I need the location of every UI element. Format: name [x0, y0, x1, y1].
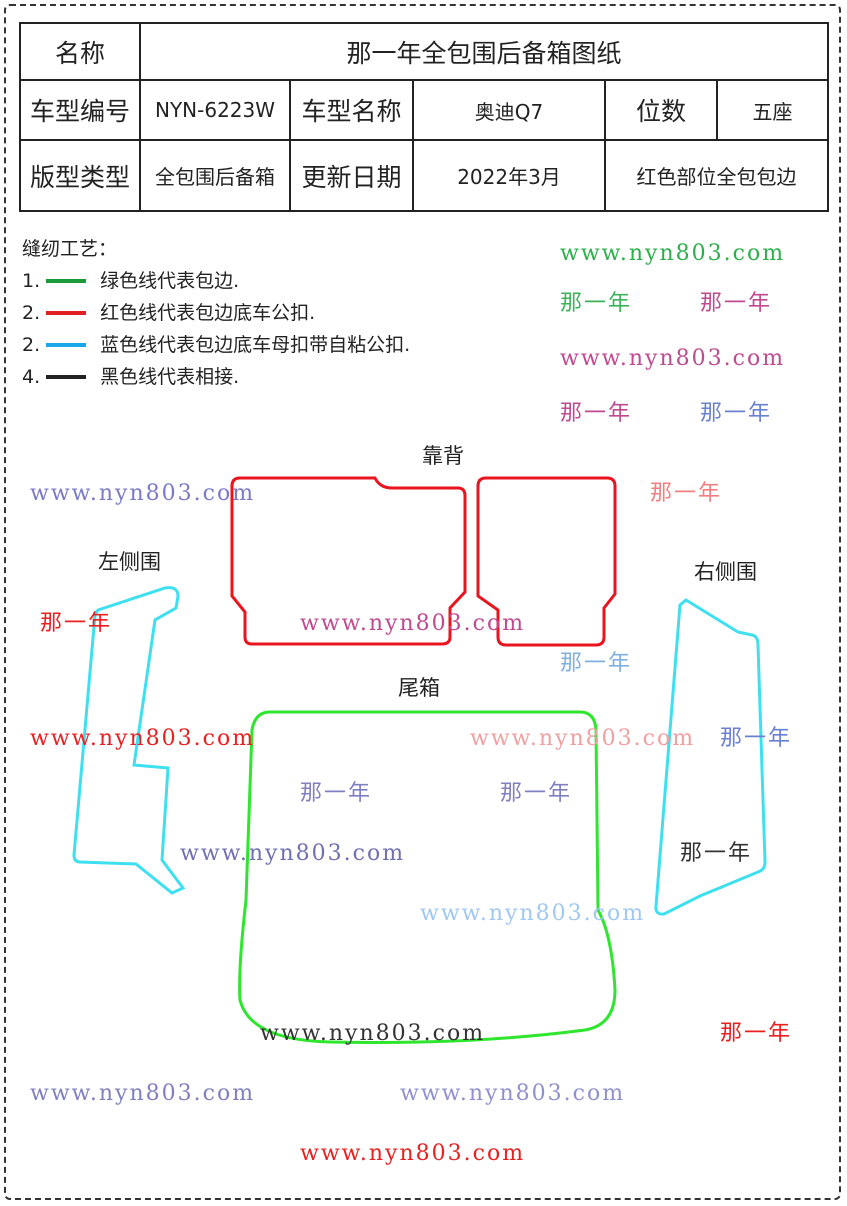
- watermark-site: www.nyn803.com: [400, 1081, 626, 1106]
- label-backrest: 靠背: [422, 444, 464, 468]
- watermark-site: www.nyn803.com: [470, 726, 696, 751]
- watermark-site: www.nyn803.com: [30, 481, 256, 506]
- backrest-left-piece: [230, 476, 467, 646]
- trunk-floor-piece: [238, 710, 617, 1044]
- legend-num: 4.: [22, 366, 41, 388]
- watermark-brand: 那一年: [300, 781, 373, 806]
- type: 全包围后备箱: [139, 139, 291, 212]
- label-right-side: 右侧围: [694, 560, 757, 584]
- legend-text: 红色线代表包边底车公扣.: [100, 302, 316, 324]
- legend-item: 2. 红色线代表包边底车公扣.: [22, 297, 410, 329]
- watermark-site: www.nyn803.com: [300, 611, 526, 636]
- watermark-brand: 那一年: [720, 726, 793, 751]
- model-no-label: 车型编号: [19, 79, 141, 141]
- label-left-side: 左侧围: [98, 550, 161, 574]
- watermark-brand: 那一年: [560, 651, 633, 676]
- sewing-legend: 缝纫工艺： 1. 绿色线代表包边. 2. 红色线代表包边底车公扣. 2. 蓝色线代表包…: [22, 233, 410, 393]
- seats-label: 位数: [604, 79, 718, 141]
- model-name-label: 车型名称: [289, 79, 414, 141]
- model-no: NYN-6223W: [139, 79, 291, 141]
- watermark-brand: 那一年: [680, 841, 753, 866]
- watermark-brand: 那一年: [700, 291, 773, 316]
- watermark-site: www.nyn803.com: [420, 901, 646, 926]
- watermark-brand: 那一年: [700, 401, 773, 426]
- sheet-title: 那一年全包围后备箱图纸: [139, 22, 829, 81]
- legend-text: 蓝色线代表包边底车母扣带自粘公扣.: [100, 334, 411, 356]
- legend-item: 2. 蓝色线代表包边底车母扣带自粘公扣.: [22, 329, 410, 361]
- watermark-site: www.nyn803.com: [30, 1081, 256, 1106]
- watermark-site: www.nyn803.com: [30, 726, 256, 751]
- watermark-site: www.nyn803.com: [560, 346, 786, 371]
- seats: 五座: [716, 79, 829, 141]
- watermark-site: www.nyn803.com: [560, 241, 786, 266]
- line-swatch: [46, 311, 87, 315]
- note: 红色部位全包包边: [604, 139, 829, 212]
- legend-num: 1.: [22, 270, 41, 292]
- model-name: 奥迪Q7: [412, 79, 606, 141]
- left-side-piece: [72, 586, 186, 895]
- watermark-brand: 那一年: [650, 481, 723, 506]
- info-table: 名称 那一年全包围后备箱图纸 车型编号 NYN-6223W 车型名称 奥迪Q7 …: [19, 22, 829, 212]
- page-border: [4, 4, 841, 1200]
- legend-item: 1. 绿色线代表包边.: [22, 265, 410, 297]
- date-label: 更新日期: [289, 139, 414, 212]
- label-trunk: 尾箱: [398, 676, 440, 700]
- watermark-brand: 那一年: [720, 1021, 793, 1046]
- watermark-site: www.nyn803.com: [180, 841, 406, 866]
- line-swatch: [46, 375, 87, 379]
- name-label: 名称: [19, 22, 141, 81]
- watermark-site: www.nyn803.com: [260, 1021, 486, 1046]
- watermark-site: www.nyn803.com: [300, 1141, 526, 1166]
- legend-text: 绿色线代表包边.: [100, 270, 240, 292]
- watermark-brand: 那一年: [40, 611, 113, 636]
- legend-text: 黑色线代表相接.: [100, 366, 240, 388]
- line-swatch: [46, 279, 87, 283]
- legend-title: 缝纫工艺：: [22, 238, 118, 260]
- watermark-brand: 那一年: [500, 781, 573, 806]
- right-side-piece: [654, 598, 767, 916]
- legend-num: 2.: [22, 302, 41, 324]
- backrest-right-piece: [476, 476, 617, 647]
- watermark-brand: 那一年: [560, 291, 633, 316]
- watermark-brand: 那一年: [560, 401, 633, 426]
- legend-num: 2.: [22, 334, 41, 356]
- legend-item: 4. 黑色线代表相接.: [22, 361, 410, 393]
- line-swatch: [46, 343, 87, 347]
- date: 2022年3月: [412, 139, 606, 212]
- type-label: 版型类型: [19, 139, 141, 212]
